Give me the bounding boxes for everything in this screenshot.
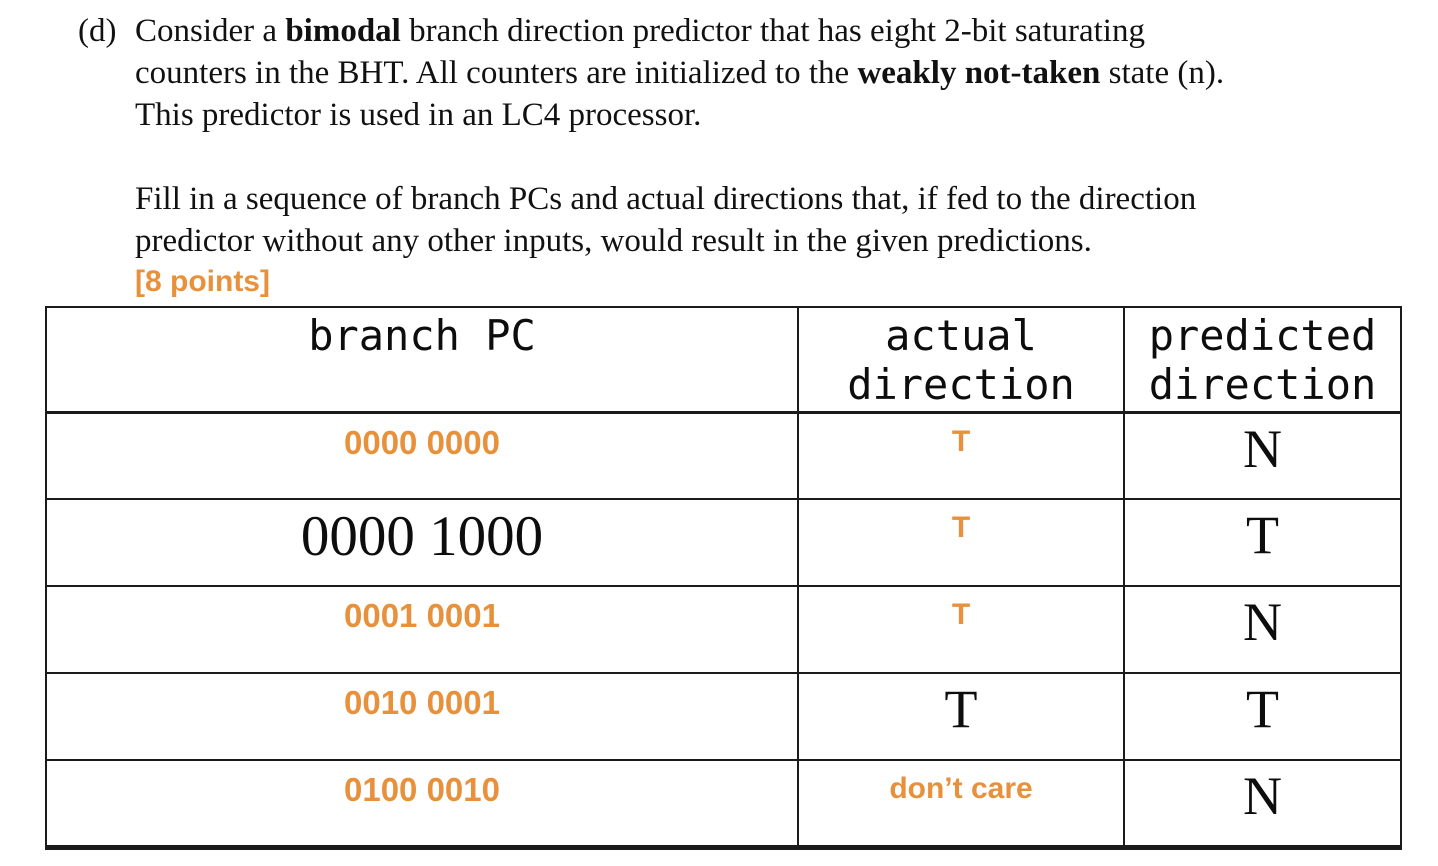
branch-pc-cell: 0000 0000	[45, 411, 799, 500]
text-segment: state (n).	[1100, 55, 1225, 91]
text-segment: branch direction predictor that has eigh…	[400, 13, 1145, 49]
predicted-direction-cell: T	[1123, 672, 1402, 761]
predicted-direction-cell: N	[1123, 759, 1402, 850]
actual-direction-cell: T	[797, 498, 1125, 587]
actual-direction-value: T	[951, 598, 971, 631]
predicted-direction-cell: N	[1123, 585, 1402, 674]
actual-direction-value: T	[951, 511, 971, 544]
text-segment: counters in the BHT. All counters are in…	[135, 55, 858, 91]
column-header-actual-direction: actual direction	[797, 306, 1125, 414]
text-segment: This predictor is used in an LC4 process…	[135, 97, 702, 133]
predicted-direction-value: N	[1243, 766, 1282, 826]
column-header-branch-pc: branch PC	[45, 306, 799, 414]
branch-pc-value: 0000 0000	[344, 423, 500, 461]
text-line: This predictor is used in an LC4 process…	[135, 94, 1438, 136]
branch-pc-value: 0100 0010	[344, 771, 500, 808]
predicted-direction-value: T	[1246, 679, 1279, 739]
text-segment: Consider a	[135, 13, 286, 49]
table-row: 0010 0001 T T	[45, 672, 1402, 761]
question-paragraph-setup: Consider a bimodal branch direction pred…	[135, 10, 1438, 136]
table-row: 0100 0010 don’t care N	[45, 759, 1402, 850]
question-block: (d) Consider a bimodal branch direction …	[0, 0, 1438, 302]
predicted-direction-value: N	[1243, 592, 1282, 652]
column-header-predicted-direction: predicted direction	[1123, 306, 1402, 414]
question-label: (d)	[78, 13, 117, 49]
predicted-direction-cell: N	[1123, 411, 1402, 500]
text-line: counters in the BHT. All counters are in…	[135, 52, 1438, 94]
text-line: predictor without any other inputs, woul…	[135, 223, 1092, 259]
branch-pc-cell: 0001 0001	[45, 585, 799, 674]
branch-pc-value: 0010 0001	[344, 684, 500, 721]
question-body: Consider a bimodal branch direction pred…	[135, 10, 1438, 302]
predicted-direction-cell: T	[1123, 498, 1402, 587]
actual-direction-cell: don’t care	[797, 759, 1125, 850]
branch-pc-cell: 0010 0001	[45, 672, 799, 761]
actual-direction-value: T	[951, 424, 971, 458]
predicted-direction-value: N	[1243, 418, 1282, 479]
actual-direction-cell: T	[797, 672, 1125, 761]
text-segment: weakly not-taken	[857, 55, 1101, 91]
actual-direction-value: T	[944, 679, 978, 739]
question-paragraph-task: Fill in a sequence of branch PCs and act…	[135, 178, 1438, 262]
table-row: 0001 0001 T N	[45, 585, 1402, 674]
text-segment: bimodal	[285, 13, 401, 49]
branch-pc-cell: 0000 1000	[45, 498, 799, 587]
actual-direction-value: don’t care	[889, 772, 1033, 805]
actual-direction-cell: T	[797, 585, 1125, 674]
table-row: 0000 0000 T N	[45, 411, 1402, 500]
table-header-row: branch PC actual direction predicted dir…	[45, 306, 1402, 414]
text-line: Consider a bimodal branch direction pred…	[135, 10, 1438, 52]
paragraph-gap	[135, 136, 1438, 178]
actual-direction-cell: T	[797, 411, 1125, 500]
points-badge: [8 points]	[135, 265, 270, 298]
branch-pc-value: 0000 1000	[300, 505, 544, 568]
table-row: 0000 1000 T T	[45, 498, 1402, 587]
text-line: Fill in a sequence of branch PCs and act…	[135, 181, 1197, 217]
predicted-direction-value: T	[1246, 505, 1279, 565]
branch-pc-cell: 0100 0010	[45, 759, 799, 850]
branch-pc-value: 0001 0001	[344, 597, 500, 634]
prediction-table: branch PC actual direction predicted dir…	[45, 306, 1402, 850]
